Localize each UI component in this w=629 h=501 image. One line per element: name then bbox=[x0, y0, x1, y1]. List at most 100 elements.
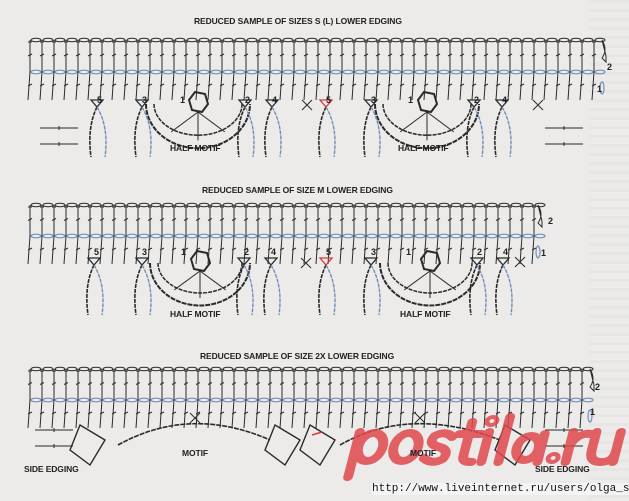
watermark-glyph bbox=[343, 428, 389, 481]
watermark-logo bbox=[343, 413, 626, 481]
chain-stitch-blue bbox=[510, 69, 522, 75]
stitch-crossbar bbox=[531, 218, 537, 221]
chain-stitch-blue bbox=[198, 233, 210, 239]
motif-center-ring bbox=[189, 249, 212, 273]
stitch-crossbar bbox=[375, 411, 381, 415]
chain-stitch bbox=[342, 366, 354, 372]
stitch-crossbar bbox=[111, 218, 117, 221]
stitch-crossbar bbox=[291, 218, 297, 221]
chain-stitch-blue bbox=[522, 233, 534, 239]
stitch-crossbar bbox=[567, 382, 573, 385]
chain-stitch bbox=[414, 202, 426, 208]
chain-stitch-blue bbox=[222, 69, 234, 75]
chain-loop-blue bbox=[96, 106, 107, 158]
stitch-crossbar bbox=[519, 382, 525, 385]
chain-stitch bbox=[198, 37, 210, 43]
chain-loop-blue bbox=[473, 106, 484, 158]
chain-stitch bbox=[474, 37, 486, 43]
stitch-crossbar bbox=[111, 382, 117, 385]
stitch-crossbar bbox=[459, 83, 465, 87]
chain-stitch bbox=[546, 366, 558, 372]
chain-stitch-blue bbox=[402, 233, 414, 239]
stitch-crossbar bbox=[459, 247, 465, 251]
stitch-crossbar bbox=[555, 83, 561, 87]
chain-stitch bbox=[102, 37, 114, 43]
stitch-crossbar bbox=[303, 83, 309, 87]
stitch-crossbar bbox=[99, 247, 105, 251]
chain-stitch-blue bbox=[102, 233, 114, 239]
stitch-crossbar bbox=[411, 83, 417, 87]
stitch-crossbar bbox=[483, 382, 489, 385]
chain-stitch-blue bbox=[522, 69, 534, 75]
join-mark-red bbox=[311, 431, 323, 436]
stitch-crossbar bbox=[291, 411, 297, 415]
stitch-crossbar bbox=[303, 382, 309, 385]
stitch-crossbar bbox=[171, 218, 177, 221]
stitch-crossbar bbox=[63, 411, 69, 415]
single-crochet-mark bbox=[301, 99, 313, 111]
motif-outer-arc bbox=[145, 103, 251, 150]
chain-stitch bbox=[54, 202, 66, 208]
stitch-crossbar bbox=[435, 247, 441, 251]
chain-stitch-blue bbox=[186, 397, 198, 403]
chain-stitch bbox=[210, 37, 222, 43]
stitch-crossbar bbox=[423, 53, 429, 57]
chain-loop-blue bbox=[501, 106, 512, 158]
chain-stitch bbox=[354, 366, 366, 372]
chain-stitch-blue bbox=[234, 233, 246, 239]
chain-stitch bbox=[42, 366, 54, 372]
chain-stitch-blue bbox=[186, 233, 198, 239]
chain-stitch-blue bbox=[282, 69, 294, 75]
chain-loop bbox=[134, 264, 143, 316]
stitch-crossbar bbox=[279, 411, 285, 415]
stitch-crossbar bbox=[111, 411, 117, 415]
stitch-crossbar bbox=[339, 411, 345, 415]
chain-stitch bbox=[522, 37, 534, 43]
chain-stitch-blue bbox=[246, 397, 258, 403]
chain-stitch-blue bbox=[54, 233, 66, 239]
chain-stitch-blue bbox=[294, 233, 306, 239]
stitch-crossbar bbox=[123, 218, 129, 221]
stitch-crossbar bbox=[435, 382, 441, 385]
chain-stitch bbox=[450, 202, 462, 208]
turning-chain bbox=[537, 204, 543, 229]
chain-stitch-blue bbox=[546, 397, 558, 403]
stitch-crossbar bbox=[99, 218, 105, 221]
stitch-crossbar bbox=[147, 53, 153, 57]
chain-stitch bbox=[90, 366, 102, 372]
chain-stitch-blue bbox=[66, 69, 78, 75]
chain-stitch bbox=[450, 366, 462, 372]
chain-stitch-blue bbox=[294, 397, 306, 403]
stitch-crossbar bbox=[291, 247, 297, 251]
chain-stitch-blue bbox=[582, 69, 594, 75]
round-number: 3 bbox=[142, 95, 148, 105]
watermark-glyph bbox=[476, 415, 500, 466]
stitch-crossbar bbox=[183, 411, 189, 415]
chain-stitch-blue bbox=[438, 69, 450, 75]
stitch-crossbar bbox=[567, 83, 573, 87]
stitch-crossbar bbox=[291, 53, 297, 57]
stitch-crossbar bbox=[363, 382, 369, 385]
stitch-crossbar bbox=[387, 411, 393, 415]
chain-loop bbox=[236, 264, 245, 316]
chain-stitch-blue bbox=[102, 397, 114, 403]
stitch-crossbar bbox=[339, 53, 345, 57]
chain-stitch bbox=[402, 37, 414, 43]
stitch-crossbar bbox=[519, 247, 525, 251]
stitch-crossbar bbox=[243, 53, 249, 57]
stitch-crossbar bbox=[87, 411, 93, 415]
stitch-crossbar bbox=[471, 382, 477, 385]
chain-stitch-blue bbox=[342, 233, 354, 239]
motif-outer-arc bbox=[379, 262, 481, 307]
turning-chain-blue bbox=[535, 245, 541, 259]
chain-stitch bbox=[402, 366, 414, 372]
chain-loop bbox=[494, 106, 503, 158]
chain-stitch-blue bbox=[486, 69, 498, 75]
stitch-crossbar bbox=[171, 83, 177, 87]
chain-loop-blue bbox=[141, 106, 152, 158]
chain-stitch bbox=[30, 366, 42, 372]
stitch-crossbar bbox=[207, 411, 213, 415]
motif-center-ring bbox=[419, 249, 442, 273]
stitch-crossbar bbox=[75, 411, 81, 415]
round-number: 1 bbox=[180, 95, 186, 105]
